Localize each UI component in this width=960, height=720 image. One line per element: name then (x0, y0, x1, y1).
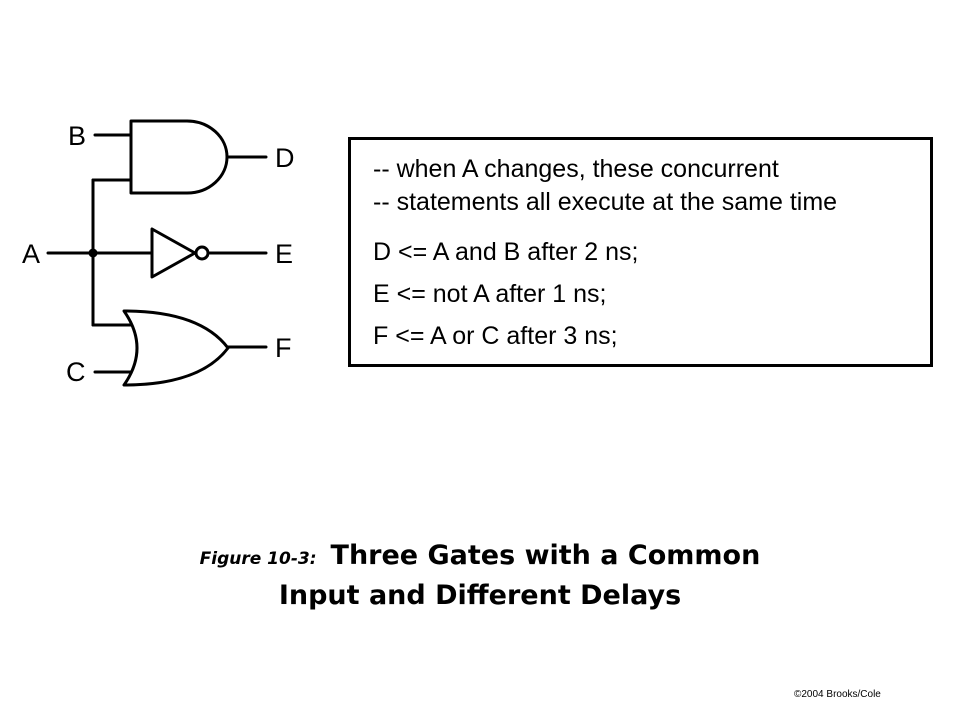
not-gate (150, 227, 197, 279)
or-gate (122, 309, 230, 387)
label-d: D (275, 143, 295, 173)
label-c: C (66, 357, 86, 387)
label-b: B (68, 121, 86, 151)
not-gate-bubble (194, 245, 210, 261)
figure-caption-line-1: Figure 10-3: Three Gates with a Common (0, 540, 960, 571)
and-gate (129, 119, 229, 195)
label-f: F (275, 333, 292, 363)
code-statement-f: F <= A or C after 3 ns; (373, 322, 618, 350)
label-e: E (275, 239, 293, 269)
code-comment-2: -- statements all execute at the same ti… (373, 188, 838, 216)
code-comment-1: -- when A changes, these concurrent (373, 155, 779, 183)
label-a: A (22, 239, 40, 269)
code-statement-d: D <= A and B after 2 ns; (373, 238, 639, 266)
copyright-notice: ©2004 Brooks/Cole (794, 689, 881, 700)
junction-dot (88, 248, 98, 258)
figure-caption-line-2: Input and Different Delays (0, 580, 960, 611)
code-statement-e: E <= not A after 1 ns; (373, 280, 607, 308)
vhdl-code-box: -- when A changes, these concurrent -- s… (348, 137, 933, 367)
figure-number: Figure 10-3: (199, 549, 317, 569)
logic-circuit: B A C D E F (22, 119, 295, 387)
caption-title-2: Input and Different Delays (278, 580, 682, 611)
caption-title-1: Three Gates with a Common (330, 540, 761, 571)
